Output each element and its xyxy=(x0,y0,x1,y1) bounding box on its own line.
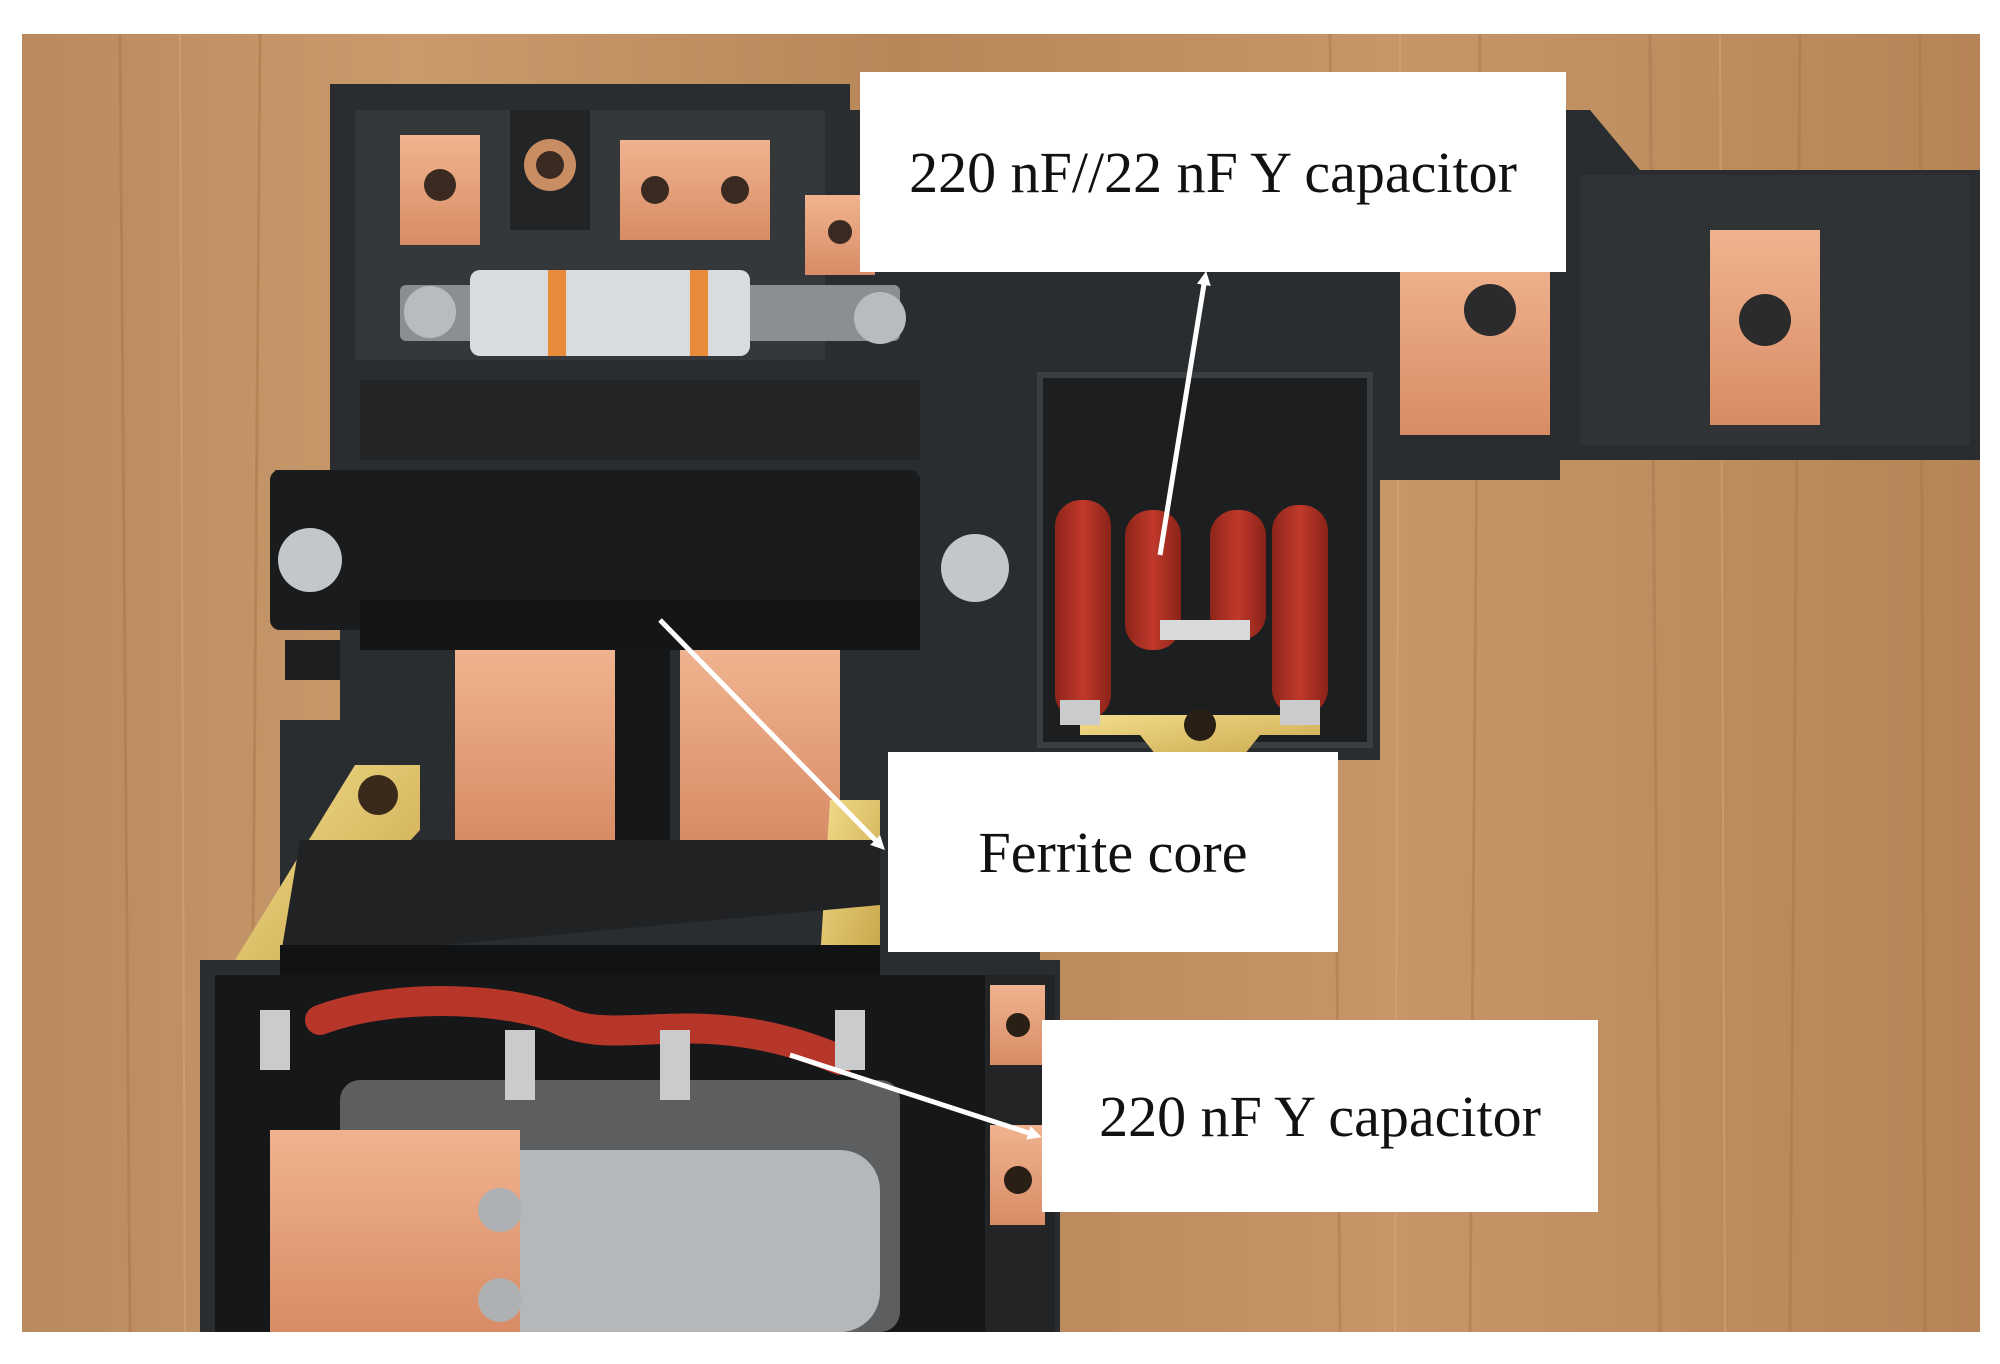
lower-ferrite-plate xyxy=(235,765,880,975)
label-y-capacitor-pair-text: 220 nF//22 nF Y capacitor xyxy=(909,139,1517,205)
ferrite-core-ring xyxy=(270,470,1009,650)
label-ferrite-core-text: Ferrite core xyxy=(978,819,1248,885)
copper-busbars xyxy=(400,110,1820,435)
label-y-capacitor-single: 220 nF Y capacitor xyxy=(1042,1020,1598,1212)
lower-section xyxy=(215,975,1055,1332)
label-y-capacitor-pair: 220 nF//22 nF Y capacitor xyxy=(860,72,1566,272)
y-capacitor-pair xyxy=(1055,500,1328,760)
middle-copper-blocks xyxy=(285,640,840,880)
fuse xyxy=(400,270,906,356)
label-y-capacitor-single-text: 220 nF Y capacitor xyxy=(1099,1083,1541,1149)
label-ferrite-core: Ferrite core xyxy=(888,752,1338,952)
annotation-arrows xyxy=(658,271,1211,1140)
